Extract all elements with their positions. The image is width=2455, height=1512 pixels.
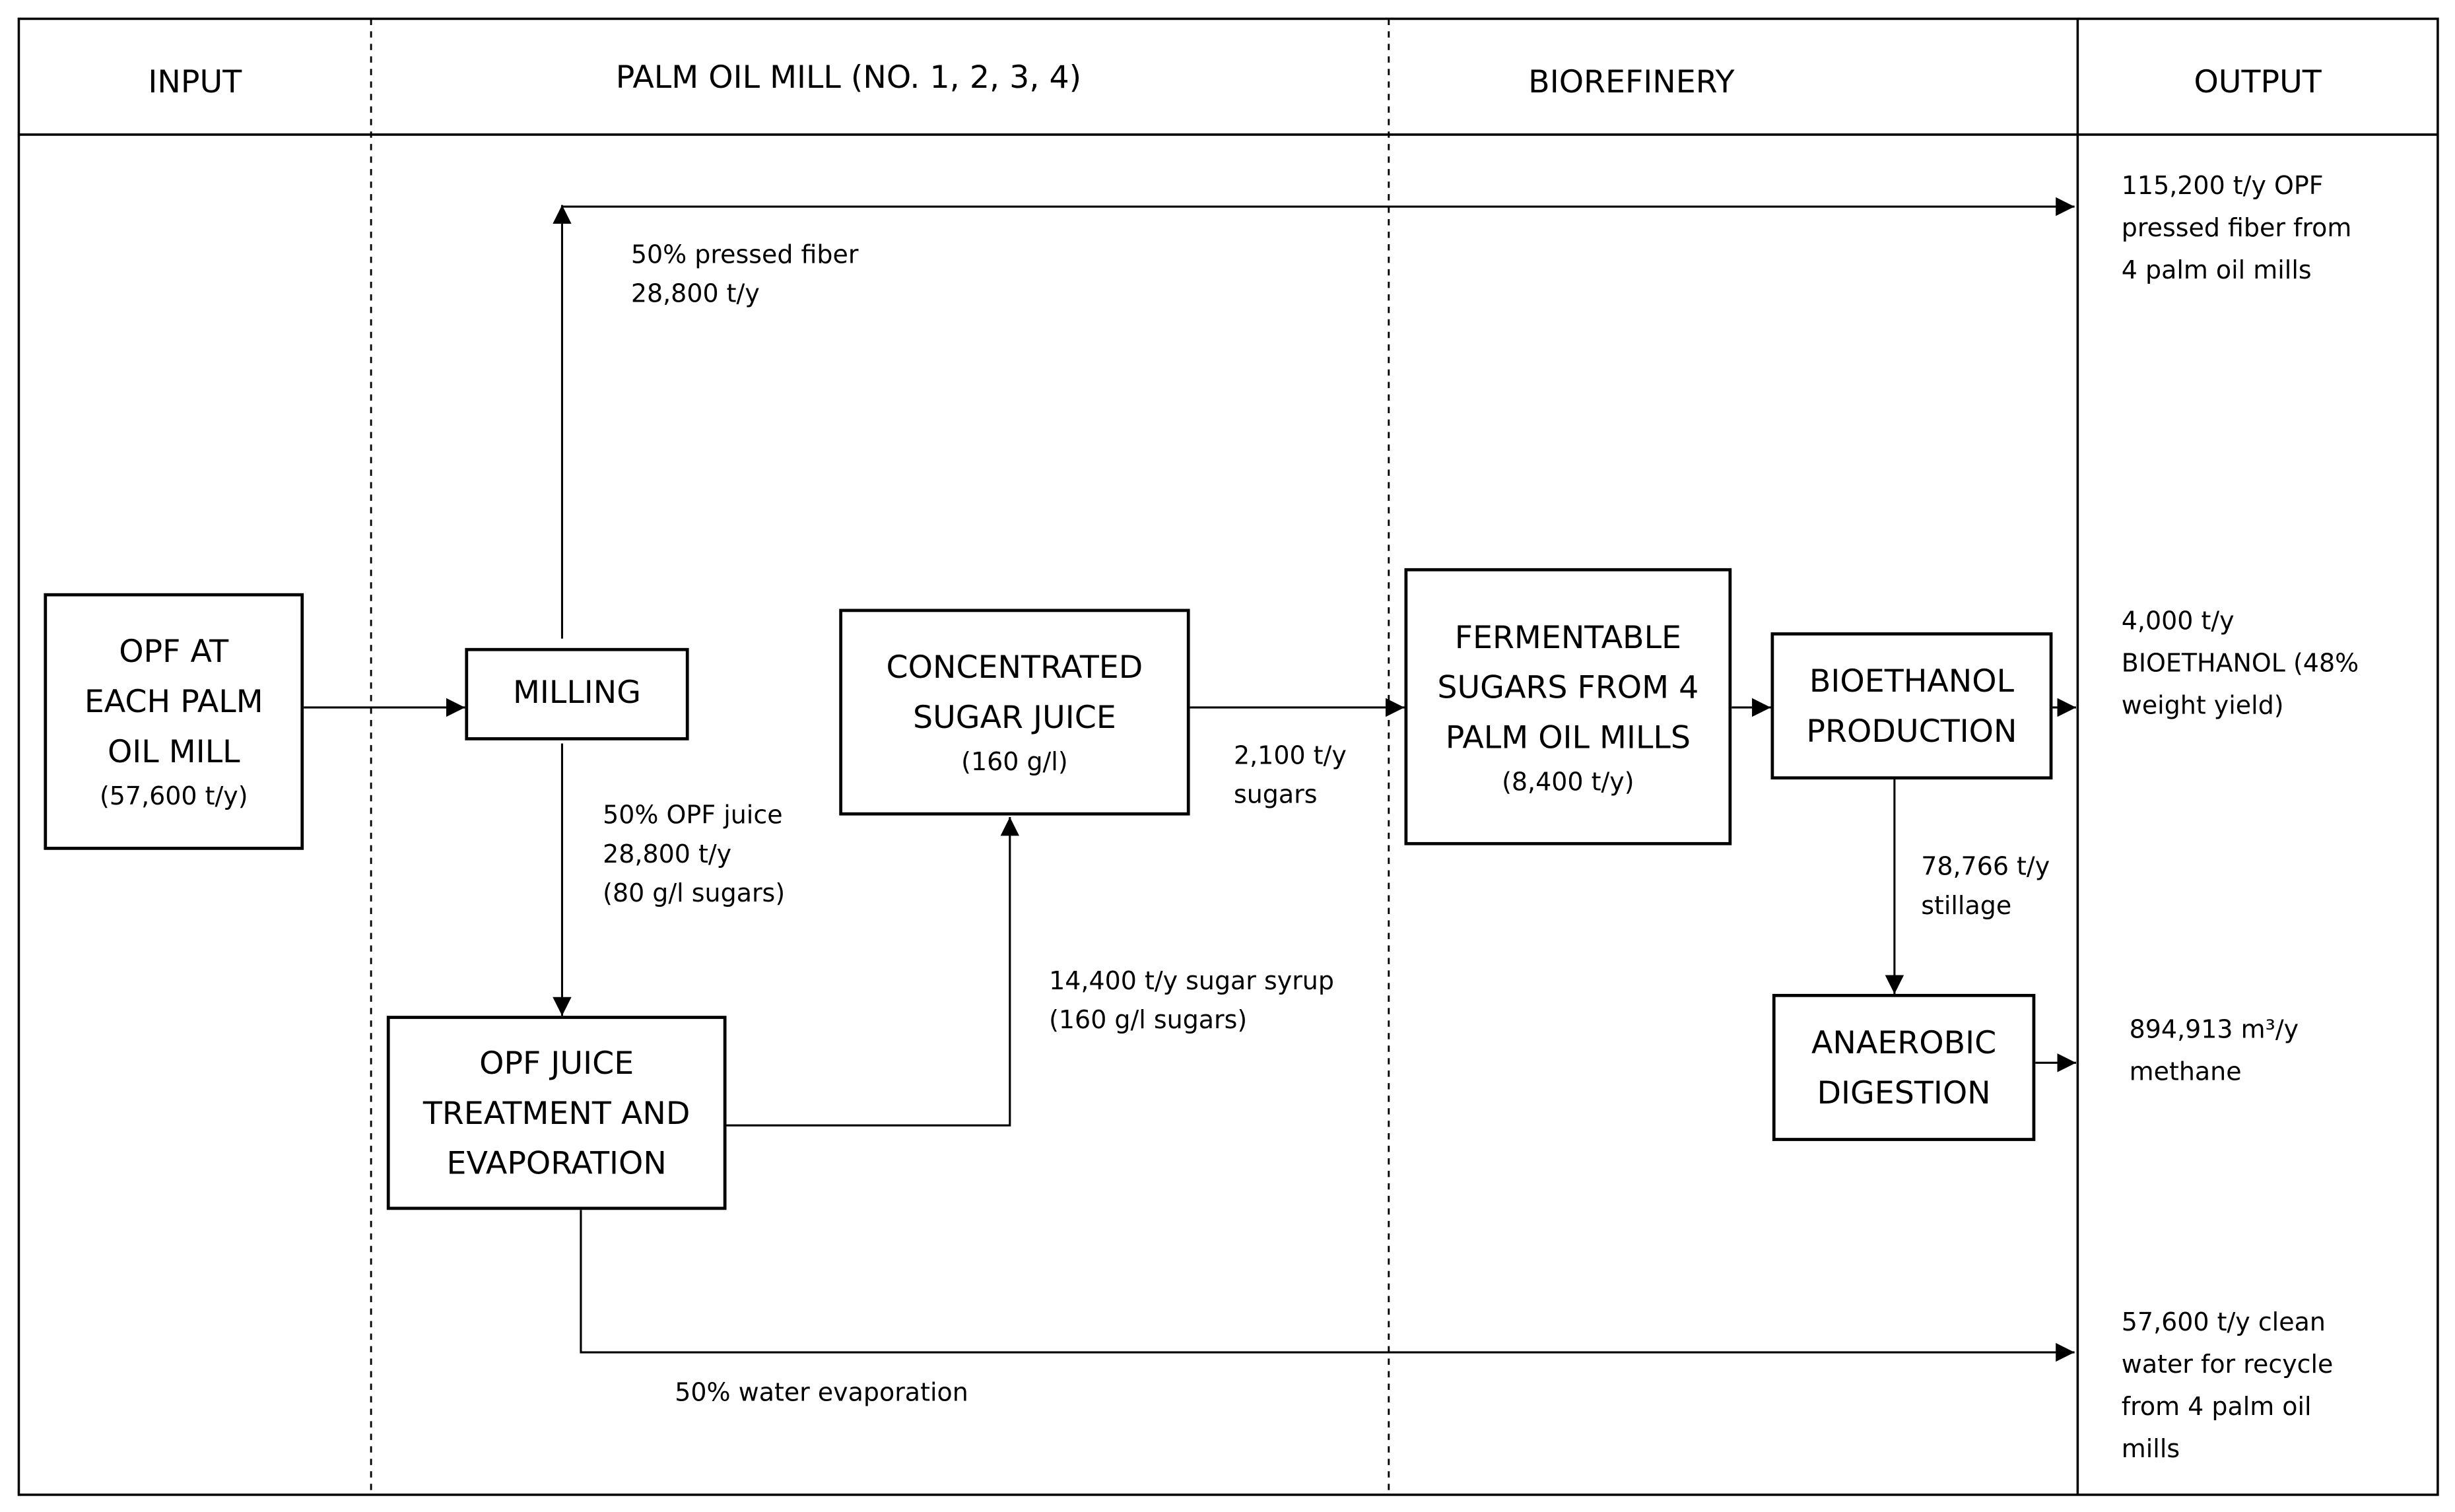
box-bioethanol-production: BIOETHANOL PRODUCTION xyxy=(1770,632,2053,780)
label-sugars: 2,100 t/y sugars xyxy=(1234,736,1347,814)
label-pressed-fiber-1: 50% pressed fiber xyxy=(630,239,859,269)
label-stillage-2: stillage xyxy=(1921,890,2012,921)
label-stillage-1: 78,766 t/y xyxy=(1921,851,2050,882)
arrow-treatment-to-concentrated xyxy=(726,816,1020,1127)
box-bioethanol-line-1: BIOETHANOL xyxy=(1809,662,2015,700)
header-palm-oil-mill: PALM OIL MILL (NO. 1, 2, 3, 4) xyxy=(615,57,1082,96)
box-treatment-line-3: EVAPORATION xyxy=(446,1144,667,1182)
label-opf-juice: 50% OPF juice 28,800 t/y (80 g/l sugars) xyxy=(603,795,785,913)
label-sugar-syrup-1: 14,400 t/y sugar syrup xyxy=(1049,966,1334,996)
box-fermentable-sugars: FERMENTABLE SUGARS FROM 4 PALM OIL MILLS… xyxy=(1404,568,1732,845)
output-bioethanol: 4,000 t/y BIOETHANOL (48% weight yield) xyxy=(2122,599,2359,726)
box-fermentable-line-1: FERMENTABLE xyxy=(1454,617,1682,655)
box-fermentable-line-3: PALM OIL MILLS xyxy=(1445,717,1691,756)
output-bioethanol-1: 4,000 t/y xyxy=(2121,605,2235,636)
box-fermentable-line-2: SUGARS FROM 4 xyxy=(1437,667,1699,706)
label-water-evaporation: 50% water evaporation xyxy=(675,1373,968,1412)
label-opf-juice-2: 28,800 t/y xyxy=(603,839,732,869)
output-water-4: mills xyxy=(2121,1433,2180,1464)
box-milling: MILLING xyxy=(465,647,689,740)
outer-frame xyxy=(17,17,2439,1496)
output-clean-water: 57,600 t/y clean water for recycle from … xyxy=(2122,1301,2334,1470)
box-opf-quantity: (57,600 t/y) xyxy=(99,781,248,811)
label-sugar-syrup: 14,400 t/y sugar syrup (160 g/l sugars) xyxy=(1049,961,1334,1039)
output-fiber-1: 115,200 t/y OPF xyxy=(2121,170,2324,201)
label-water-evaporation-1: 50% water evaporation xyxy=(675,1377,968,1408)
label-opf-juice-1: 50% OPF juice xyxy=(603,799,783,830)
header-input: INPUT xyxy=(148,62,242,100)
box-treatment-line-2: TREATMENT AND xyxy=(422,1094,690,1132)
box-opf-input: OPF AT EACH PALM OIL MILL (57,600 t/y) xyxy=(44,593,304,850)
output-methane: 894,913 m³/y methane xyxy=(2130,1008,2299,1092)
label-stillage: 78,766 t/y stillage xyxy=(1921,847,2050,925)
box-anaerobic-line-2: DIGESTION xyxy=(1817,1073,1991,1111)
box-concentrated-line-2: SUGAR JUICE xyxy=(912,698,1116,736)
box-anaerobic-line-1: ANAEROBIC xyxy=(1811,1024,1997,1061)
output-methane-2: methane xyxy=(2129,1056,2242,1086)
output-bioethanol-3: weight yield) xyxy=(2121,690,2284,720)
output-water-3: from 4 palm oil xyxy=(2121,1391,2312,1422)
output-water-1: 57,600 t/y clean xyxy=(2121,1307,2326,1337)
box-opf-line-3: OIL MILL xyxy=(107,732,240,770)
box-concentrated-sub: (160 g/l) xyxy=(961,746,1068,777)
box-opf-line-2: EACH PALM xyxy=(84,682,263,720)
output-water-2: water for recycle xyxy=(2121,1349,2334,1379)
box-fermentable-sub: (8,400 t/y) xyxy=(1502,766,1634,796)
output-bioethanol-2: BIOETHANOL (48% xyxy=(2121,647,2359,678)
label-sugars-2: sugars xyxy=(1233,779,1318,810)
box-concentrated-line-1: CONCENTRATED xyxy=(886,647,1143,686)
box-opf-line-1: OPF AT xyxy=(119,632,229,671)
box-treatment-line-1: OPF JUICE xyxy=(479,1043,634,1082)
output-fiber-3: 4 palm oil mills xyxy=(2121,255,2312,285)
box-bioethanol-line-2: PRODUCTION xyxy=(1806,712,2017,750)
header-output: OUTPUT xyxy=(2194,62,2322,100)
box-opf-juice-treatment: OPF JUICE TREATMENT AND EVAPORATION xyxy=(386,1016,727,1210)
header-biorefinery: BIOREFINERY xyxy=(1528,62,1735,100)
arrow-water-to-output xyxy=(580,1210,2075,1362)
label-pressed-fiber-2: 28,800 t/y xyxy=(630,279,760,309)
output-methane-1: 894,913 m³/y xyxy=(2129,1014,2299,1044)
output-pressed-fiber: 115,200 t/y OPF pressed fiber from 4 pal… xyxy=(2122,164,2352,291)
box-anaerobic-digestion: ANAEROBIC DIGESTION xyxy=(1772,993,2036,1141)
box-concentrated-sugar-juice: CONCENTRATED SUGAR JUICE (160 g/l) xyxy=(839,608,1190,816)
label-sugar-syrup-2: (160 g/l sugars) xyxy=(1049,1004,1248,1035)
output-fiber-2: pressed fiber from xyxy=(2121,213,2352,243)
label-sugars-1: 2,100 t/y xyxy=(1233,740,1347,770)
label-pressed-fiber: 50% pressed fiber 28,800 t/y xyxy=(631,235,859,313)
label-opf-juice-3: (80 g/l sugars) xyxy=(603,878,786,908)
box-milling-label: MILLING xyxy=(512,673,641,711)
